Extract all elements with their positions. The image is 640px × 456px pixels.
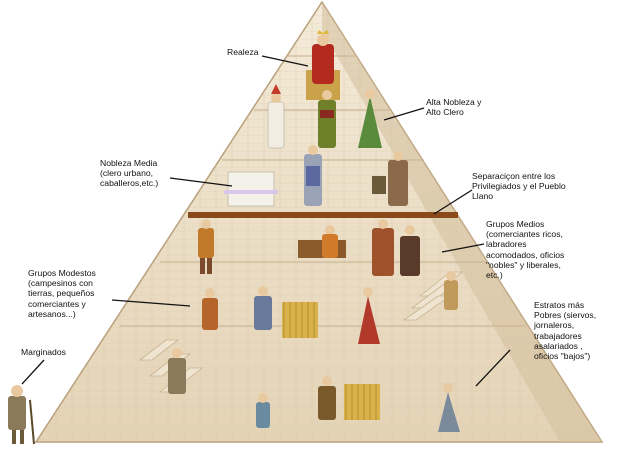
leader-estratos-pobres [475,349,511,387]
leader-separacion [433,189,473,215]
label-estratos-pobres: Estratos más Pobres (siervos, jornaleros… [534,300,597,362]
wheat-bundle [344,384,380,420]
laborer-figure [168,348,186,394]
workbench-scene [298,225,346,258]
leader-grupos-modestos [111,299,191,307]
noble-figure [318,90,336,148]
bishop-figure [267,84,285,149]
thresher-figure [318,376,336,420]
old-woman-figure [438,383,460,432]
pyramid-texture [36,2,602,442]
pyramid-side-shade [322,2,602,442]
leader-realeza [261,55,309,67]
leader-alta-nobleza [383,107,425,121]
leader-lines [21,55,511,387]
label-alta-nobleza: Alta Nobleza y Alto Clero [426,97,482,118]
wheat-field [282,302,318,338]
stair-climber-figure [444,271,458,310]
clergy-green-figure [358,89,382,148]
leader-marginados [21,359,45,385]
label-grupos-medios: Grupos Medios (comerciantes ricos, labra… [486,219,565,281]
label-marginados: Marginados [21,347,66,357]
peasant-figure [202,288,218,330]
leader-grupos-medios [441,243,485,253]
leader-nobleza-media [169,177,233,187]
farmer-woman-figure [358,287,380,344]
child-figure [256,393,270,428]
privileged-divider-bar [188,212,458,218]
knight-figure [304,145,322,206]
table-scene [224,171,278,207]
beggar-figure [8,385,35,445]
cleric-figure [372,151,408,206]
label-separacion: Separaciçon entre los Privilegiados y el… [472,171,566,202]
merchant-figure [372,219,420,276]
label-grupos-modestos: Grupos Modestos (campesinos con tierras,… [28,268,96,319]
reaper-figure [254,286,272,330]
craftsman-figure [198,219,214,274]
label-realeza: Realeza [227,47,259,57]
label-nobleza-media: Nobleza Media (clero urbano, caballeros,… [100,158,159,189]
